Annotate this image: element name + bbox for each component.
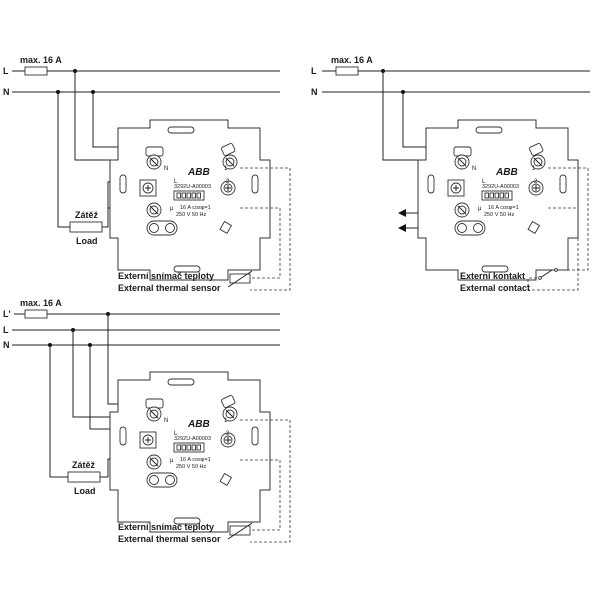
product-code: 3292U-A00003 xyxy=(482,184,519,190)
contact-label-en: External contact xyxy=(460,283,530,293)
load-label-cz: Zátěž xyxy=(75,210,99,220)
terminal-l: L xyxy=(174,179,178,185)
switch-device xyxy=(417,119,579,281)
product-code: 3292U-A00003 xyxy=(174,436,211,442)
rating-line-2: 250 V 50 Hz xyxy=(176,464,207,470)
line-n-label: N xyxy=(3,87,10,97)
load-symbol xyxy=(67,471,101,483)
contact-label-cz: Externí kontakt xyxy=(460,271,525,281)
line-l-label: L xyxy=(3,325,9,335)
fuse-symbol xyxy=(24,66,48,76)
brand-logo: ABB xyxy=(495,167,518,178)
rating-line-2: 250 V 50 Hz xyxy=(176,212,207,218)
load-label-en: Load xyxy=(74,486,96,496)
terminal-n: N xyxy=(164,166,168,172)
load-label-en: Load xyxy=(76,236,98,246)
rating-line-1: 16 A cosφ=1 xyxy=(488,205,519,211)
contact-switch-symbol xyxy=(539,269,553,279)
sensor-label-cz: Externí snímač teploty xyxy=(118,522,214,532)
line-l-label: L xyxy=(311,66,317,76)
terminal-mu: μ xyxy=(170,206,174,212)
terminal-l: L xyxy=(174,431,178,437)
terminal-n: N xyxy=(472,166,476,172)
terminal-1: 1 xyxy=(224,418,228,424)
rating-line-1: 16 A cosφ=1 xyxy=(180,205,211,211)
line-n-label: N xyxy=(3,340,10,350)
diagram-thermal-sensor-bottom: max. 16 A L' L N Zátěž Load ABB 3292U-A0… xyxy=(3,298,291,544)
sensor-label-en: External thermal sensor xyxy=(118,534,221,544)
terminal-2: 2 xyxy=(534,179,538,185)
brand-logo: ABB xyxy=(187,419,210,430)
terminal-1: 1 xyxy=(224,166,228,172)
diagram-thermal-sensor-top: max. 16 A L N Zátěž Load ABB 3292U-A0000… xyxy=(3,55,291,293)
line-l-label: L xyxy=(3,66,9,76)
load-label-cz: Zátěž xyxy=(72,460,96,470)
load-symbol xyxy=(69,221,103,233)
terminal-mu: μ xyxy=(170,458,174,464)
terminal-2: 2 xyxy=(226,431,230,437)
fuse-label: max. 16 A xyxy=(20,298,62,308)
line-n-label: N xyxy=(311,87,318,97)
sensor-label-en: External thermal sensor xyxy=(118,283,221,293)
fuse-label: max. 16 A xyxy=(20,55,62,65)
fuse-symbol xyxy=(335,66,359,76)
switch-device xyxy=(109,119,271,281)
terminal-mu: μ xyxy=(478,206,482,212)
rating-line-1: 16 A cosφ=1 xyxy=(180,457,211,463)
terminal-l: L xyxy=(482,179,486,185)
fuse-symbol xyxy=(24,309,48,319)
fuse-label: max. 16 A xyxy=(331,55,373,65)
rating-line-2: 250 V 50 Hz xyxy=(484,212,515,218)
diagram-external-contact: max. 16 A L N ABB 3292U-A00003 16 A cosφ… xyxy=(311,55,590,293)
product-code: 3292U-A00003 xyxy=(174,184,211,190)
sensor-label-cz: Externí snímač teploty xyxy=(118,271,214,281)
line-l-prime-label: L' xyxy=(3,309,11,319)
terminal-2: 2 xyxy=(226,179,230,185)
terminal-1: 1 xyxy=(532,166,536,172)
brand-logo: ABB xyxy=(187,167,210,178)
switch-device xyxy=(109,371,271,533)
terminal-n: N xyxy=(164,418,168,424)
